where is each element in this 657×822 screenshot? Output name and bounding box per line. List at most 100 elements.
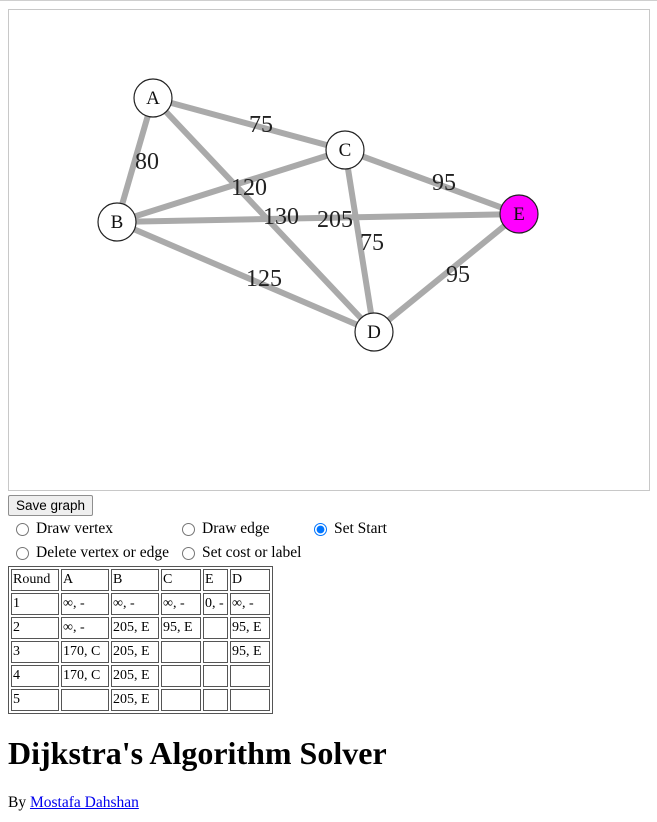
mode-set-start[interactable]: Set Start [314, 520, 387, 538]
edge-cost-label[interactable]: 205 [317, 207, 353, 233]
table-cell [203, 617, 228, 639]
table-cell: 2 [11, 617, 59, 639]
table-cell: 170, C [61, 641, 109, 663]
edge-a-d[interactable] [150, 95, 377, 335]
mode-set-cost-radio[interactable] [182, 546, 195, 560]
table-cell: 4 [11, 665, 59, 687]
edge-cost-label[interactable]: 75 [249, 112, 273, 138]
table-cell: ∞, - [230, 593, 270, 615]
header-cell: C [161, 569, 201, 591]
table-cell: ∞, - [161, 593, 201, 615]
table-cell: 170, C [61, 665, 109, 687]
table-cell [161, 665, 201, 687]
mode-draw-edge-radio[interactable] [182, 522, 195, 536]
table-cell: ∞, - [111, 593, 159, 615]
mode-set-cost[interactable]: Set cost or label [182, 544, 301, 562]
vertex-circle[interactable] [354, 312, 394, 352]
vertex-d[interactable]: D [354, 312, 394, 352]
table-cell: 0, - [203, 593, 228, 615]
table-cell [203, 665, 228, 687]
header-cell: A [61, 569, 109, 591]
edge-cost-label[interactable]: 95 [446, 262, 470, 288]
vertex-circle[interactable] [499, 194, 539, 234]
byline-prefix: By [8, 794, 30, 811]
edge-cost-label[interactable]: 130 [263, 204, 299, 230]
rounds-table: Round A B C E D 1 ∞, - ∞, - ∞, - 0, - ∞,… [8, 566, 273, 714]
edge-a-b[interactable] [114, 95, 156, 225]
save-graph-button[interactable]: Save graph [8, 495, 94, 516]
table-cell: 205, E [111, 689, 159, 711]
vertex-circle[interactable] [133, 78, 173, 118]
mode-set-start-radio[interactable] [314, 522, 327, 536]
table-row: 2 ∞, - 205, E 95, E 95, E [11, 617, 270, 639]
mode-draw-edge-label: Draw edge [202, 520, 270, 537]
vertices-layer: A B C D E [97, 78, 539, 352]
mode-set-start-label: Set Start [334, 520, 387, 537]
edge-cost-label[interactable]: 120 [231, 175, 267, 201]
author-link[interactable]: Mostafa Dahshan [29, 794, 139, 811]
edge-c-d[interactable] [342, 147, 377, 335]
header-cell: Round [11, 569, 59, 591]
table-cell: ∞, - [61, 617, 109, 639]
table-cell [161, 689, 201, 711]
table-cell [61, 689, 109, 711]
mode-draw-vertex-radio[interactable] [16, 522, 29, 536]
mode-delete-radio[interactable] [16, 546, 29, 560]
edge-labels-layer: 75 80 120 130 205 95 75 125 95 [135, 112, 470, 292]
header-cell: D [230, 569, 270, 591]
table-row: 5 205, E [11, 689, 270, 711]
edges-layer [114, 95, 522, 335]
vertex-c[interactable]: C [325, 130, 365, 170]
graph-svg[interactable]: 75 80 120 130 205 95 75 125 95 A B C D E [9, 10, 649, 490]
edge-a-c[interactable] [150, 95, 348, 153]
mode-set-cost-label: Set cost or label [202, 544, 302, 561]
table-cell [230, 665, 270, 687]
edge-b-c[interactable] [114, 147, 348, 225]
edge-c-e[interactable] [342, 147, 522, 217]
top-border [0, 0, 657, 1]
vertex-label: E [513, 204, 525, 225]
table-cell [161, 641, 201, 663]
edge-b-d[interactable] [114, 219, 377, 335]
vertex-label: A [146, 88, 160, 109]
table-cell: 205, E [111, 641, 159, 663]
vertex-circle[interactable] [325, 130, 365, 170]
mode-delete[interactable]: Delete vertex or edge [16, 544, 169, 562]
page-title: Dijkstra's Algorithm Solver [8, 735, 387, 771]
table-cell: 95, E [230, 617, 270, 639]
table-cell: 205, E [111, 665, 159, 687]
table-row: 3 170, C 205, E 95, E [11, 641, 270, 663]
table-cell: 1 [11, 593, 59, 615]
vertex-circle[interactable] [97, 202, 137, 242]
edge-d-e[interactable] [371, 211, 522, 335]
mode-draw-edge[interactable]: Draw edge [182, 520, 270, 538]
table-header-row: Round A B C E D [11, 569, 270, 591]
table-cell: 3 [11, 641, 59, 663]
vertex-label: B [111, 212, 124, 233]
table-row: 4 170, C 205, E [11, 665, 270, 687]
edge-cost-label[interactable]: 125 [246, 266, 282, 292]
mode-draw-vertex[interactable]: Draw vertex [16, 520, 113, 538]
table-cell: 5 [11, 689, 59, 711]
header-cell: B [111, 569, 159, 591]
edge-cost-label[interactable]: 95 [432, 170, 456, 196]
table-cell [203, 689, 228, 711]
header-cell: E [203, 569, 228, 591]
edge-cost-label[interactable]: 75 [360, 230, 384, 256]
vertex-label: D [367, 322, 381, 343]
vertex-label: C [339, 140, 352, 161]
table-cell: 95, E [161, 617, 201, 639]
table-cell: 95, E [230, 641, 270, 663]
graph-canvas[interactable]: 75 80 120 130 205 95 75 125 95 A B C D E [8, 9, 650, 491]
vertex-b[interactable]: B [97, 202, 137, 242]
table-cell [230, 689, 270, 711]
table-cell: 205, E [111, 617, 159, 639]
vertex-a[interactable]: A [133, 78, 173, 118]
vertex-e[interactable]: E [499, 194, 539, 234]
table-cell [203, 641, 228, 663]
edge-b-e[interactable] [114, 211, 522, 225]
table-cell: ∞, - [61, 593, 109, 615]
mode-delete-label: Delete vertex or edge [36, 544, 169, 561]
edge-cost-label[interactable]: 80 [135, 149, 159, 175]
mode-draw-vertex-label: Draw vertex [36, 520, 114, 537]
